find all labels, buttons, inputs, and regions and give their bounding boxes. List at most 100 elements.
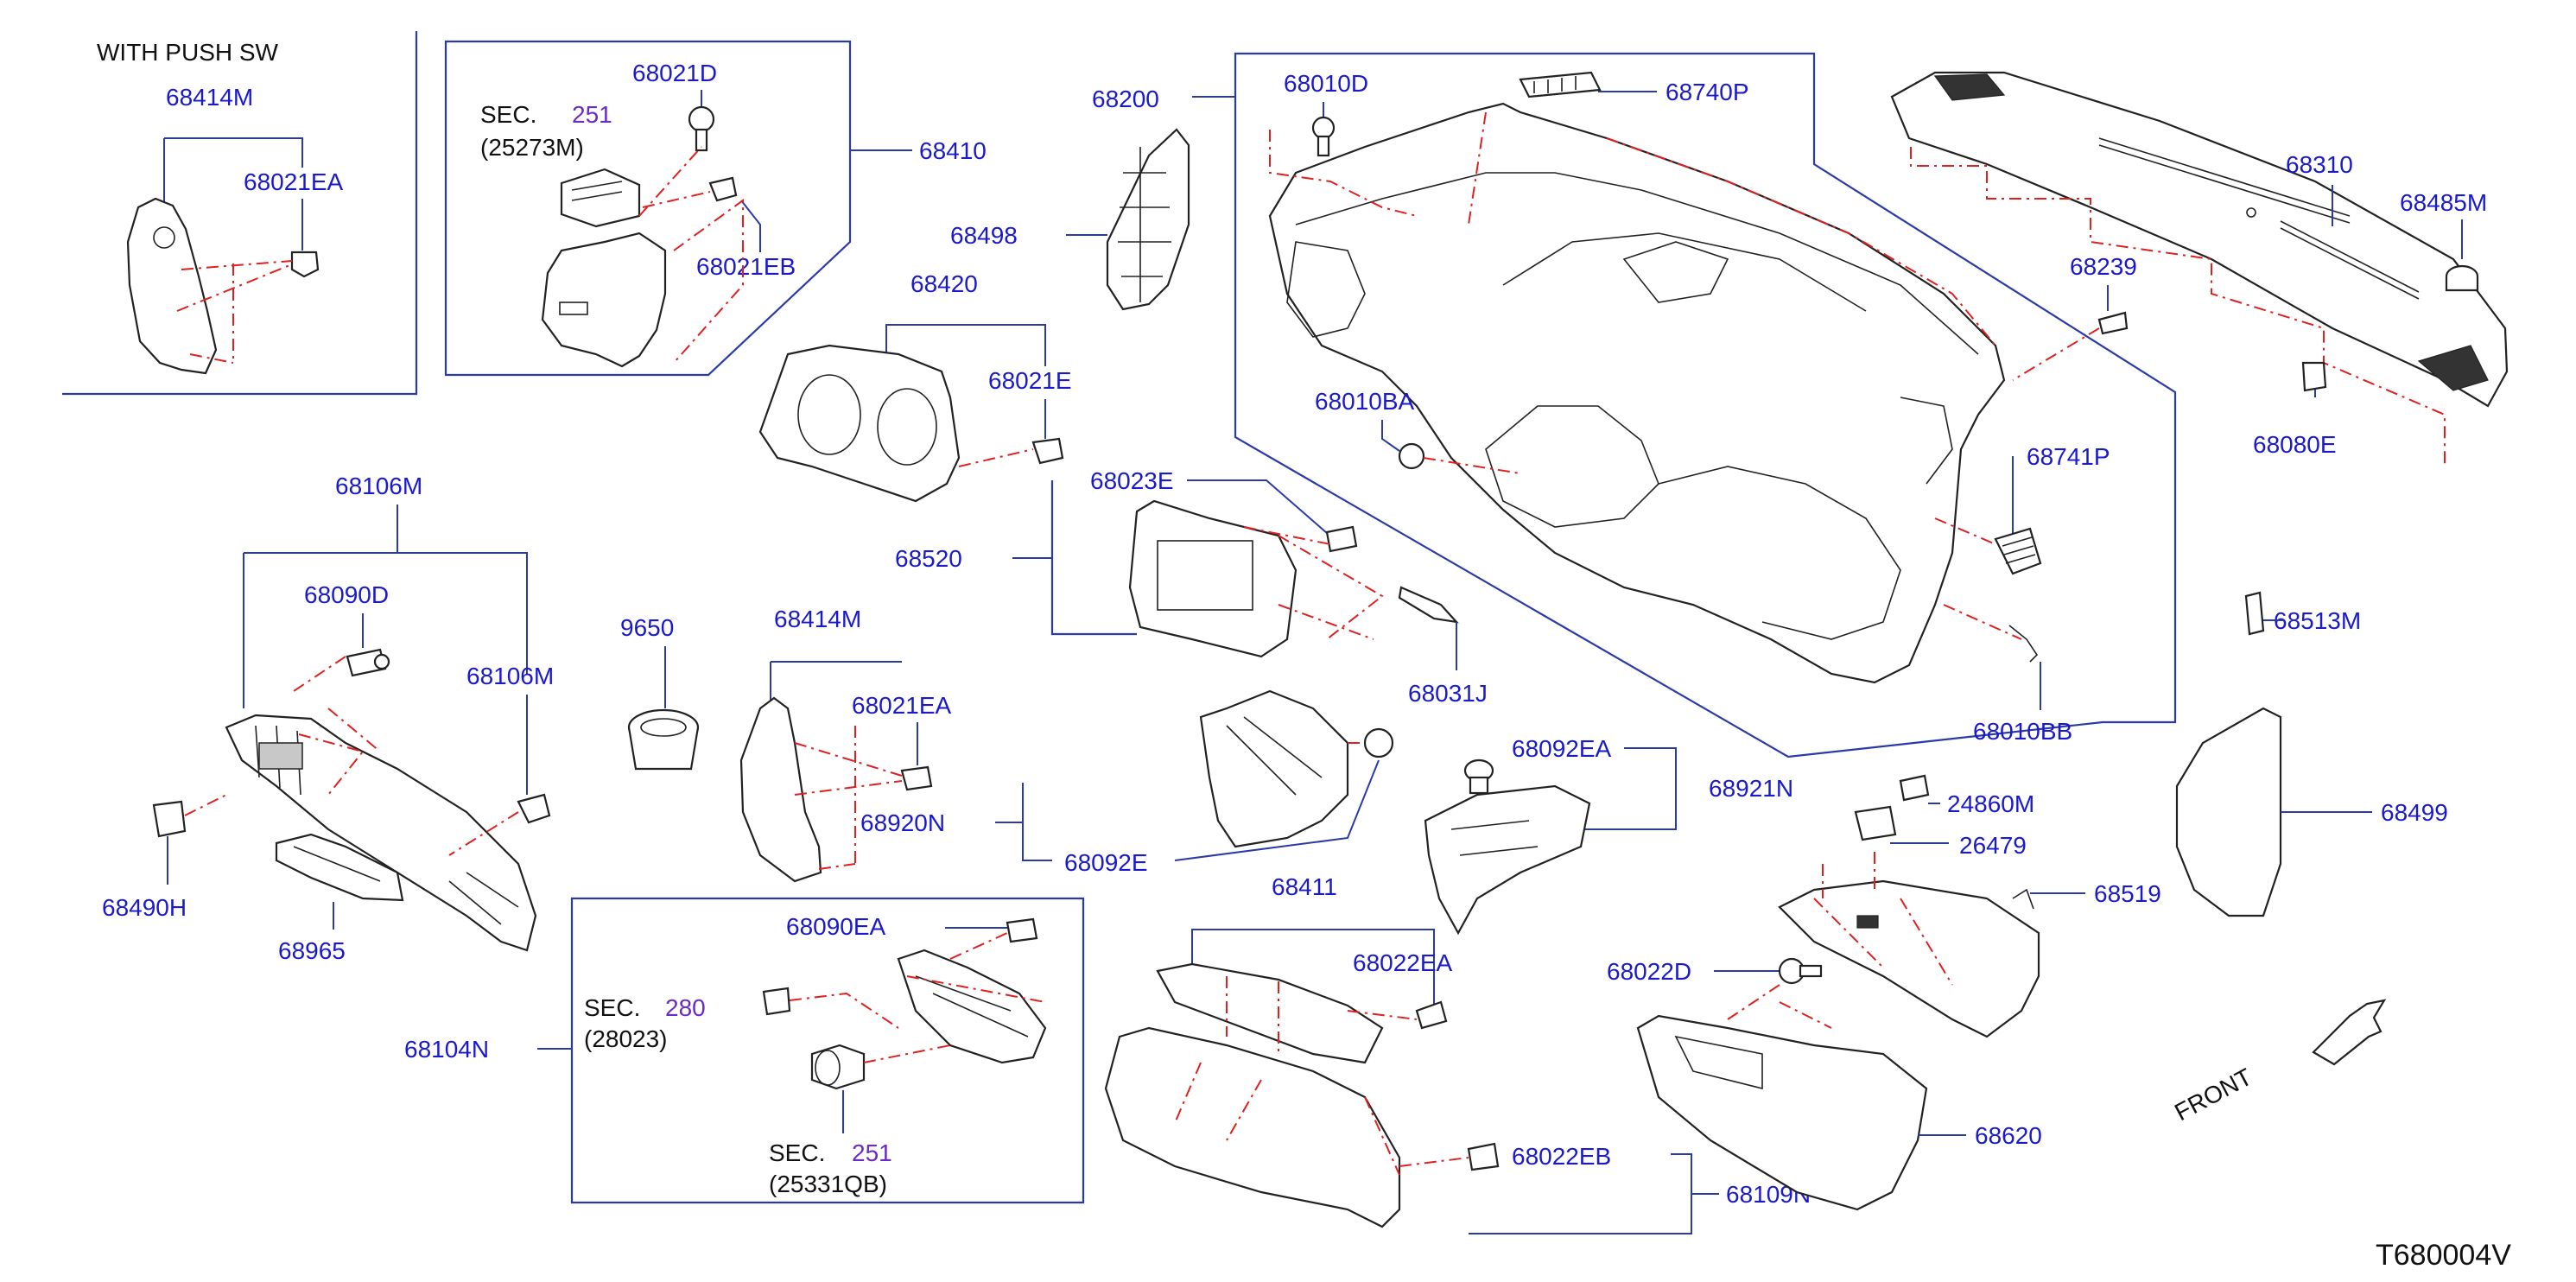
label-68021EA-b[interactable]: 68021EA <box>852 692 952 719</box>
label-68965[interactable]: 68965 <box>278 937 346 964</box>
group-68092E: 68092E <box>1022 689 1394 876</box>
glove-door-68499 <box>2175 707 2282 917</box>
label-68023E[interactable]: 68023E <box>1090 467 1174 494</box>
label-68021EA-a[interactable]: 68021EA <box>244 168 344 195</box>
side-panel-68920N <box>739 696 822 883</box>
group-68921N: 68092EA 68921N <box>1424 735 1793 936</box>
push-sw-group: WITH PUSH SW 68414M 68021EA <box>62 31 418 396</box>
label-68200[interactable]: 68200 <box>1092 86 1159 112</box>
label-68106M-sub[interactable]: 68106M <box>466 663 554 689</box>
label-96501[interactable]: 9650 <box>620 614 674 641</box>
lower-cover-68411 <box>1156 962 1384 1064</box>
label-68010BA[interactable]: 68010BA <box>1315 388 1415 415</box>
group-68106M: 68106M 68090D 68106M 68490H 68965 <box>102 473 554 964</box>
label-68022D[interactable]: 68022D <box>1607 958 1691 985</box>
label-68092EA[interactable]: 68092EA <box>1512 735 1612 762</box>
label-68414M-b[interactable]: 68414M <box>774 606 861 632</box>
sec-251-b-number[interactable]: 251 <box>852 1139 892 1166</box>
label-68490H[interactable]: 68490H <box>102 894 187 921</box>
switch-block <box>560 168 641 228</box>
label-68921N[interactable]: 68921N <box>1709 775 1793 802</box>
label-68010BB[interactable]: 68010BB <box>1973 718 2072 745</box>
switch-24860M <box>1899 774 1930 802</box>
label-68022EB[interactable]: 68022EB <box>1512 1143 1611 1170</box>
sec-251-a-code: (25273M) <box>480 134 584 161</box>
label-68021E[interactable]: 68021E <box>988 367 1072 394</box>
label-68513M[interactable]: 68513M <box>2274 607 2361 634</box>
label-68519[interactable]: 68519 <box>2094 880 2161 907</box>
label-24860M[interactable]: 24860M <box>1947 790 2034 817</box>
clip-68031J <box>1398 586 1459 624</box>
lamp-26479 <box>1854 805 1897 841</box>
sec-280-number[interactable]: 280 <box>665 994 706 1021</box>
label-68741P[interactable]: 68741P <box>2027 443 2110 470</box>
clip-68080E <box>2301 361 2327 392</box>
label-68104N[interactable]: 68104N <box>404 1036 489 1063</box>
label-68920N[interactable]: 68920N <box>860 809 945 836</box>
group-68620: 68513M 68499 24860M 26479 68519 68022D 6… <box>1607 591 2448 1211</box>
label-68022EA[interactable]: 68022EA <box>1353 949 1453 976</box>
label-68021D[interactable]: 68021D <box>632 60 717 86</box>
label-26479[interactable]: 26479 <box>1959 832 2027 859</box>
button-25331QB <box>810 1044 866 1090</box>
group-68109N: 68411 68022EA 68022EB 68109N <box>1104 873 1811 1234</box>
glove-box-housing <box>1778 879 2040 1038</box>
group-68420: 68420 68021E <box>758 270 1072 503</box>
label-68092E[interactable]: 68092E <box>1064 849 1148 876</box>
bezel-68520 <box>1128 499 1298 658</box>
panel-68921N <box>1424 784 1591 936</box>
sec-280-prefix: SEC. <box>584 994 640 1021</box>
label-68498[interactable]: 68498 <box>950 222 1018 249</box>
label-68410[interactable]: 68410 <box>919 137 987 164</box>
group-68410: SEC. 251 (25273M) 68021D 68410 68021EB <box>444 40 987 377</box>
push-sw-note: WITH PUSH SW <box>97 39 279 66</box>
clip-68239 <box>2097 311 2129 335</box>
side-panel-part <box>126 197 218 375</box>
instrument-panel-68200 <box>1268 102 2006 684</box>
label-68031J[interactable]: 68031J <box>1408 680 1488 707</box>
finisher-68104N <box>897 949 1047 1064</box>
finisher-68410 <box>541 232 667 368</box>
clip-part <box>290 251 320 278</box>
label-68411[interactable]: 68411 <box>1272 873 1337 900</box>
lower-cover-68109N <box>1104 1026 1401 1228</box>
label-68021EB[interactable]: 68021EB <box>696 253 796 280</box>
label-68620[interactable]: 68620 <box>1975 1122 2042 1149</box>
label-68310[interactable]: 68310 <box>2286 151 2353 178</box>
sec-251-a-prefix: SEC. <box>480 101 536 128</box>
upper-panel-68310 <box>1890 71 2509 408</box>
group-68920N: 68414M 68021EA 68920N <box>739 606 1023 883</box>
screw-68021D <box>688 105 715 152</box>
grille-68740P <box>1519 71 1602 98</box>
group-68104N: 68104N 68090EA SEC. 280 (28023) SEC. 251… <box>404 897 1085 1204</box>
sec-251-b-code: (25331QB) <box>769 1171 887 1197</box>
group-68200: 68010D 68740P 68010BA 68741P 68010BB <box>1234 52 2177 758</box>
reference-code: T680004V <box>2376 1239 2511 1272</box>
finisher-68106M <box>225 714 537 952</box>
label-68090EA[interactable]: 68090EA <box>786 913 886 940</box>
label-68740P[interactable]: 68740P <box>1666 79 1749 105</box>
switch-68490H <box>152 800 187 838</box>
front-label: FRONT <box>2170 1063 2256 1127</box>
sec-280-code: (28023) <box>584 1025 668 1052</box>
label-68420[interactable]: 68420 <box>910 270 978 297</box>
label-68414M-a[interactable]: 68414M <box>166 84 253 111</box>
label-68520[interactable]: 68520 <box>895 545 962 572</box>
bracket-68513M <box>2244 591 2265 636</box>
label-68485M[interactable]: 68485M <box>2400 189 2487 216</box>
label-68010D[interactable]: 68010D <box>1284 70 1368 97</box>
sec-251-a-number[interactable]: 251 <box>572 101 612 128</box>
label-68239[interactable]: 68239 <box>2070 253 2137 280</box>
group-96501: 9650 <box>620 614 700 771</box>
glove-box-68620 <box>1636 1014 1928 1211</box>
label-68090D[interactable]: 68090D <box>304 581 389 608</box>
trim-68965 <box>275 833 404 902</box>
label-68080E[interactable]: 68080E <box>2253 431 2337 458</box>
front-indicator: FRONT <box>2170 999 2387 1127</box>
front-arrow-icon <box>2312 999 2387 1066</box>
group-68310: 68310 68485M 68239 68080E <box>1890 71 2509 466</box>
label-68106M[interactable]: 68106M <box>335 473 422 499</box>
label-68499[interactable]: 68499 <box>2381 799 2448 826</box>
side-cover-68498 <box>1106 128 1190 311</box>
sec-251-b-prefix: SEC. <box>769 1139 825 1166</box>
